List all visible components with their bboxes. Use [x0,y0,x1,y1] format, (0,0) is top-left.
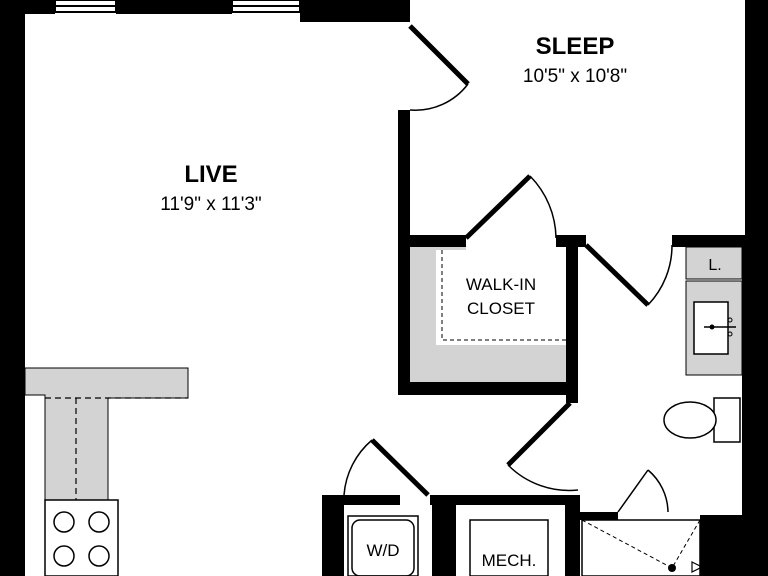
windows [54,0,301,13]
mechanical-unit [469,519,549,576]
wall-top-c [300,0,410,22]
door-swing-icon [584,243,673,307]
doors [343,24,673,513]
utility-fixtures [347,515,549,576]
wall-utility-left [322,495,344,576]
washer-dryer-label: W/D [366,541,399,560]
wall-bath-top [672,235,745,247]
door-swing-icon [617,469,669,513]
door-swing-icon [343,438,430,497]
closet-label-line1: WALK-IN [466,275,536,294]
linen-label: L. [708,257,721,274]
washer-dryer [347,515,419,576]
wall-utility-door-gap-fill [400,495,430,505]
stove-burner-icon [53,545,75,567]
stove-burner-icon [53,511,75,533]
wall-shower-right [700,515,745,576]
wall-right-lower [742,245,768,576]
stove-burner-icon [88,545,110,567]
room-name-sleep: SLEEP [536,33,615,60]
wall-closet-top-left [398,235,466,247]
door-swing-icon [464,174,557,240]
door-swing-icon [506,401,579,492]
stove-burner-icon [88,511,110,533]
door-swing-icon [408,24,470,111]
wall-top-a [25,0,55,14]
wall-live-sleep-lower [398,110,410,395]
wall-left-exterior [0,0,25,576]
closet-label-line2: CLOSET [467,299,535,318]
room-name-live: LIVE [184,161,237,188]
wall-bath-bottom-left [578,512,618,520]
kitchen-counter [24,367,189,576]
closet-shelf [410,247,566,382]
wall-live-sleep-upper [398,0,410,22]
wall-utility-divider [432,495,456,576]
wall-closet-right [566,235,578,403]
room-dims-sleep: 10'5" x 10'8" [523,66,627,87]
wall-closet-bottom [398,382,578,395]
mechanical-label: MECH. [482,551,537,570]
wall-right-exterior [745,0,768,245]
sink-icon [693,301,736,355]
toilet-icon [663,397,741,443]
wall-utility-right [565,495,580,576]
shower-icon [581,519,704,576]
stove [44,499,119,576]
bath-fixtures [581,246,743,576]
room-dims-live: 11'9" x 11'3" [160,194,261,215]
wall-top-b [116,0,232,14]
linen-closet [685,246,743,280]
